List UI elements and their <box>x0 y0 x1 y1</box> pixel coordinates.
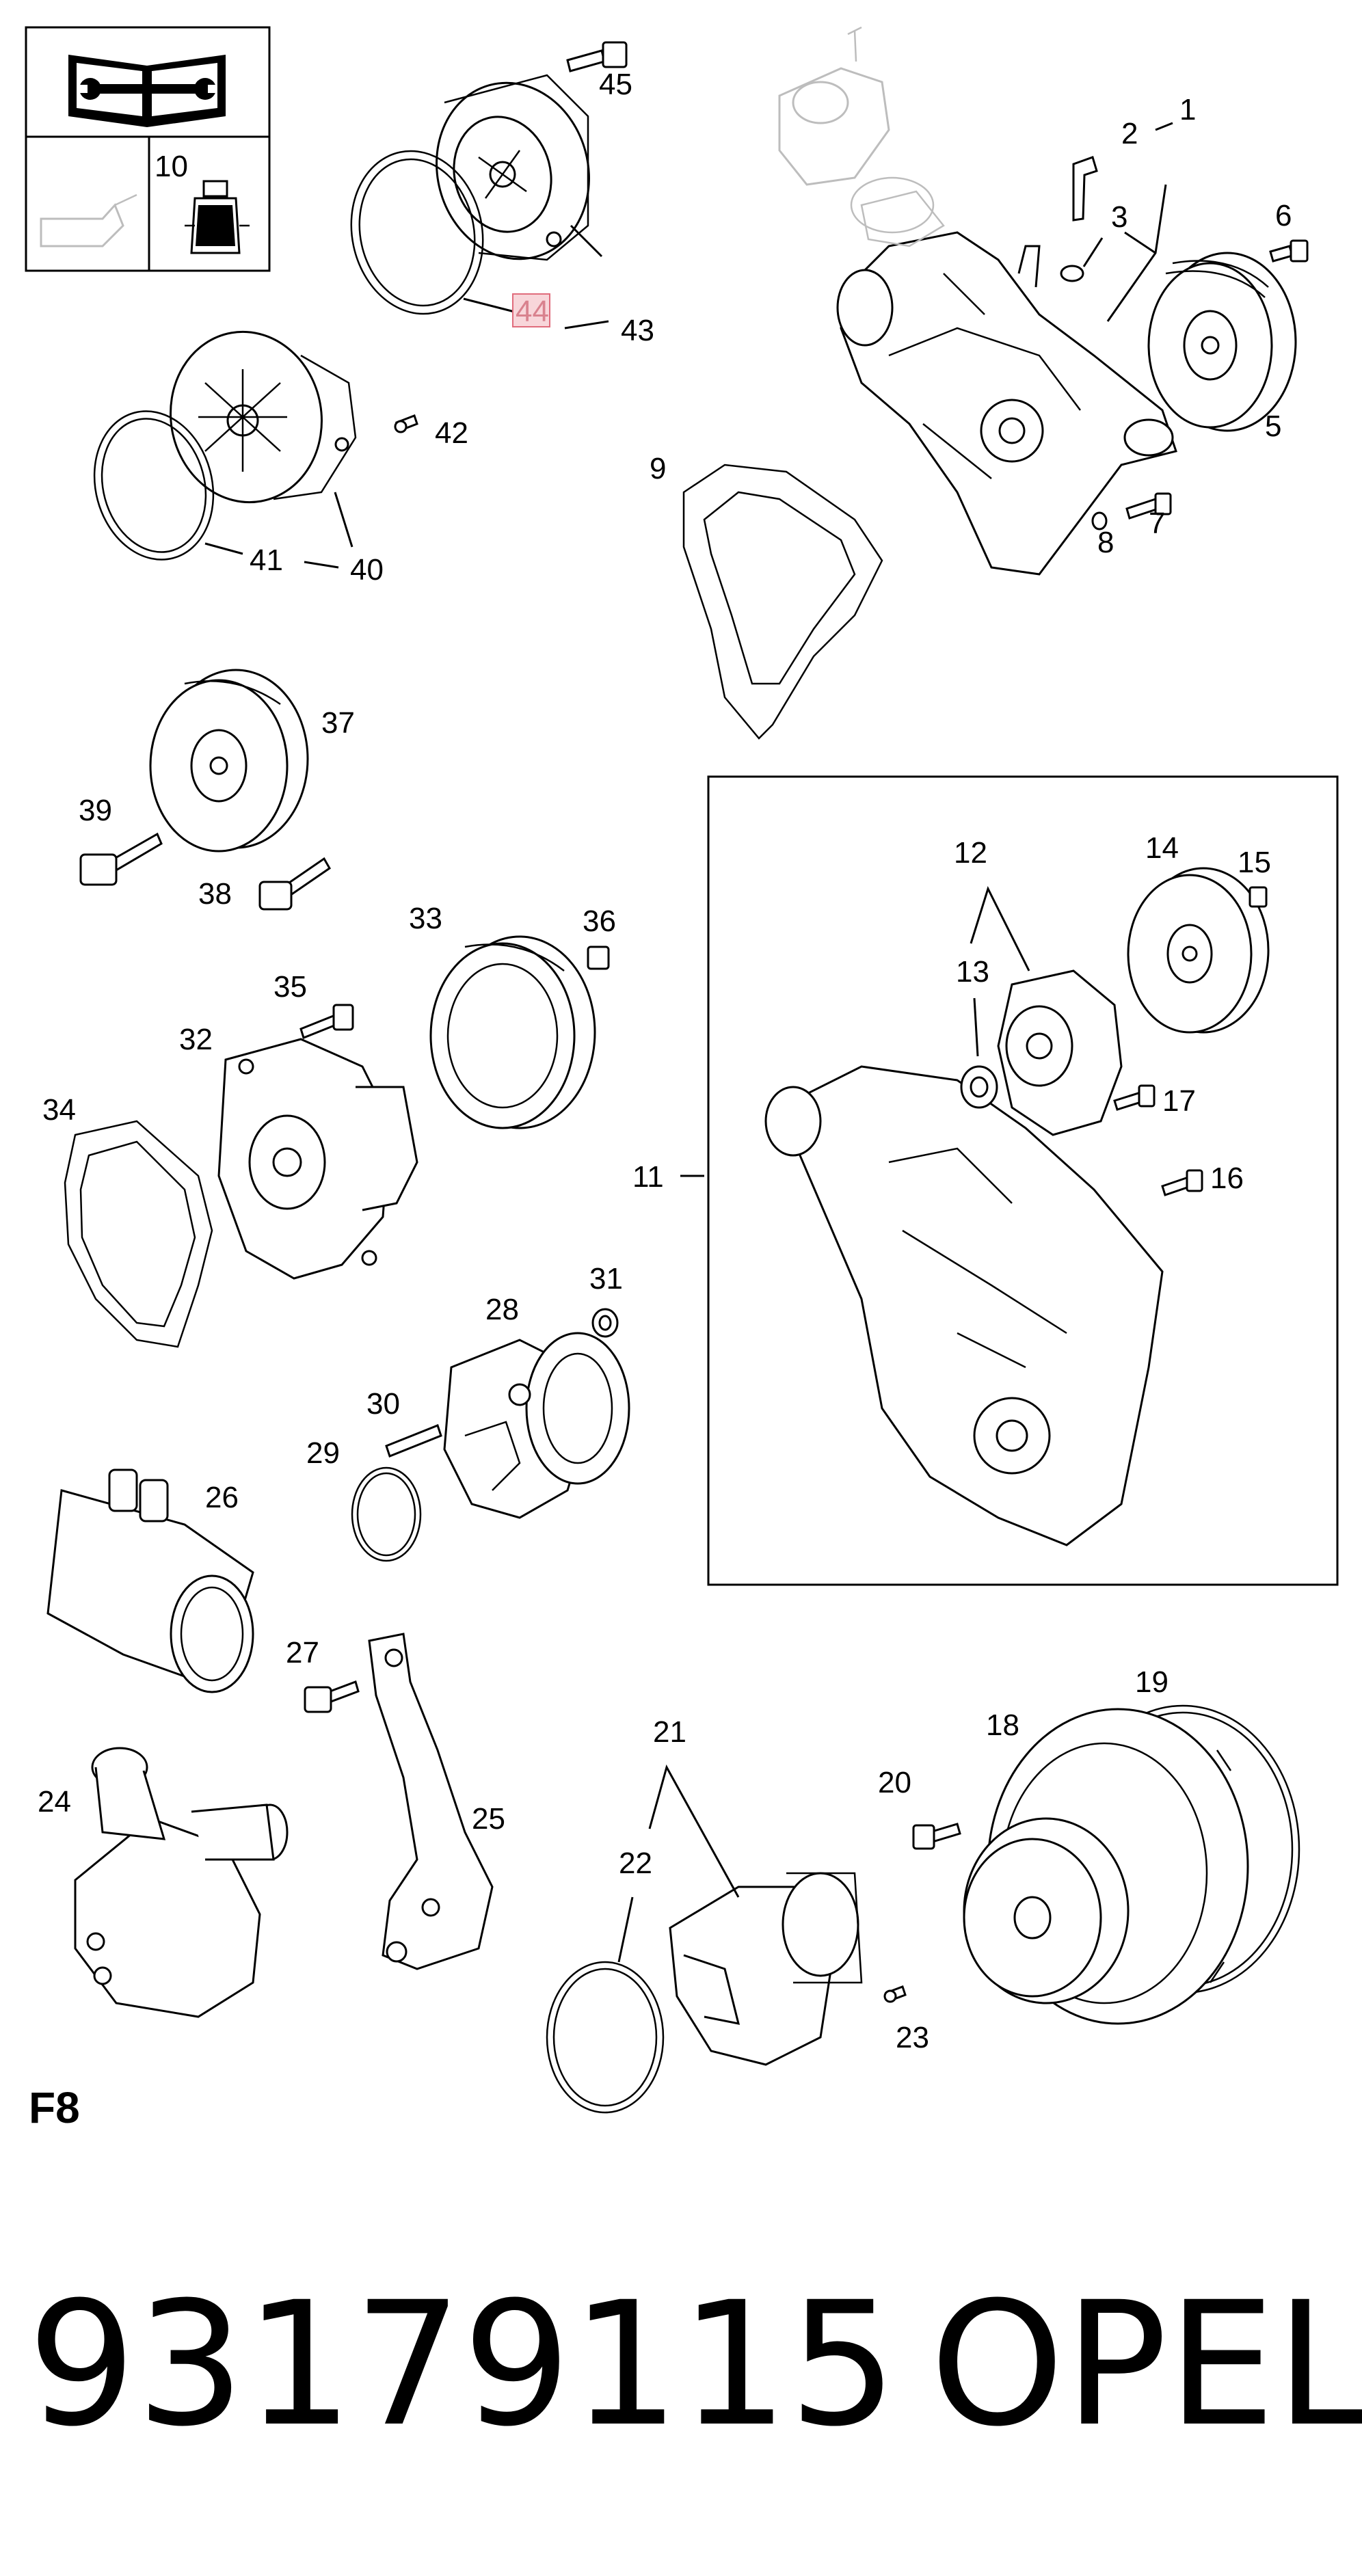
group-frame-11 <box>707 775 1339 1586</box>
callout-45: 45 <box>599 68 632 101</box>
callout-41: 41 <box>250 544 283 577</box>
bolt-20 <box>912 1823 961 1850</box>
gasket-4 <box>860 190 945 247</box>
water-pump-housing-1 <box>836 231 1177 576</box>
callout-7: 7 <box>1149 507 1165 540</box>
callout-18: 18 <box>986 1708 1019 1742</box>
callout-10: 10 <box>155 150 188 183</box>
bolt-39 <box>79 832 163 886</box>
callout-12: 12 <box>954 836 987 870</box>
callout-44: 44 <box>516 295 549 328</box>
callout-13: 13 <box>956 955 989 989</box>
section-label: F8 <box>29 2083 80 2132</box>
callout-21: 21 <box>653 1715 686 1749</box>
callout-43: 43 <box>621 314 654 347</box>
callout-34: 34 <box>42 1093 76 1127</box>
bolt-38 <box>258 857 331 911</box>
callout-8: 8 <box>1097 526 1114 559</box>
legend-box: 10 <box>25 26 271 272</box>
callout-11: 11 <box>632 1160 664 1194</box>
callout-28: 28 <box>485 1293 519 1326</box>
callout-3: 3 <box>1111 200 1127 234</box>
callout-40: 40 <box>350 553 384 587</box>
water-pump-12 <box>997 969 1123 1136</box>
gasket-34 <box>64 1120 213 1348</box>
bolt-15 <box>1248 886 1268 908</box>
water-pump-40 <box>170 330 357 504</box>
callout-31: 31 <box>589 1262 623 1296</box>
bracket-25 <box>368 1633 494 1970</box>
o-ring-41 <box>93 410 215 561</box>
water-pump-43 <box>436 74 590 261</box>
callout-23: 23 <box>896 2021 929 2054</box>
thermostat-housing-faded <box>778 26 935 234</box>
bolt-16 <box>1161 1169 1203 1196</box>
pump-gear-18 <box>963 1817 1130 2004</box>
part-number: 93179115 <box>27 2265 897 2464</box>
sensor-2 <box>1072 156 1098 222</box>
manual-book-wrench-icon <box>68 55 226 127</box>
callout-35: 35 <box>273 970 307 1004</box>
seal-13 <box>960 1065 998 1109</box>
callout-29: 29 <box>306 1436 340 1470</box>
bolt-35 <box>299 1004 354 1039</box>
bolt-27 <box>304 1680 360 1713</box>
callout-36: 36 <box>583 904 616 938</box>
callout-9: 9 <box>650 452 666 485</box>
oil-can-icon <box>40 193 137 247</box>
callout-16: 16 <box>1210 1162 1244 1195</box>
o-ring-29 <box>351 1466 422 1562</box>
callout-37: 37 <box>321 706 355 740</box>
callout-24: 24 <box>38 1785 71 1819</box>
callout-25: 25 <box>472 1802 505 1836</box>
water-pump-28 <box>443 1332 630 1519</box>
callout-15: 15 <box>1238 846 1271 879</box>
pulley-37 <box>149 669 309 853</box>
callout-27: 27 <box>286 1636 319 1669</box>
callout-33: 33 <box>409 902 442 935</box>
seal-31 <box>591 1308 619 1338</box>
o-ring-22 <box>546 1961 665 2114</box>
bolt-45 <box>566 41 628 72</box>
bolt-36 <box>587 945 610 970</box>
callout-20: 20 <box>878 1766 911 1799</box>
pulley-33 <box>429 935 596 1129</box>
heater-26 <box>46 1468 254 1693</box>
bolt-23 <box>883 1985 907 2003</box>
callout-6: 6 <box>1275 199 1292 232</box>
callout-17: 17 <box>1162 1084 1196 1118</box>
gasket-9 <box>682 464 883 740</box>
highlight-box-44 <box>512 293 550 327</box>
o-ring-44 <box>350 150 484 315</box>
stud-30 <box>385 1424 442 1458</box>
bolt-6 <box>1269 239 1309 263</box>
callout-19: 19 <box>1135 1665 1169 1699</box>
pulley-14 <box>1127 867 1270 1034</box>
pin-8 <box>1091 511 1108 531</box>
bolt-7 <box>1125 492 1172 520</box>
callout-32: 32 <box>179 1023 213 1056</box>
timing-cover-11 <box>764 1065 1164 1546</box>
seal-3 <box>1060 265 1084 282</box>
callout-26: 26 <box>205 1481 239 1514</box>
callout-38: 38 <box>198 877 232 911</box>
callout-42: 42 <box>435 416 468 450</box>
callout-14: 14 <box>1145 831 1179 865</box>
callout-5: 5 <box>1265 410 1281 443</box>
bolt-17 <box>1113 1084 1156 1111</box>
sealant-bottle-icon <box>185 180 250 254</box>
callout-22: 22 <box>619 1847 652 1880</box>
aux-pump-24 <box>74 1747 289 2018</box>
water-pump-21 <box>669 1872 863 2066</box>
bolt-42 <box>394 414 418 433</box>
callout-2: 2 <box>1121 117 1138 150</box>
pulley-5 <box>1147 252 1297 432</box>
brand-label: OPEL <box>930 2265 1362 2464</box>
callout-1: 1 <box>1179 93 1196 126</box>
callout-39: 39 <box>79 794 112 827</box>
callout-30: 30 <box>366 1387 400 1421</box>
water-pump-32 <box>217 1038 418 1280</box>
